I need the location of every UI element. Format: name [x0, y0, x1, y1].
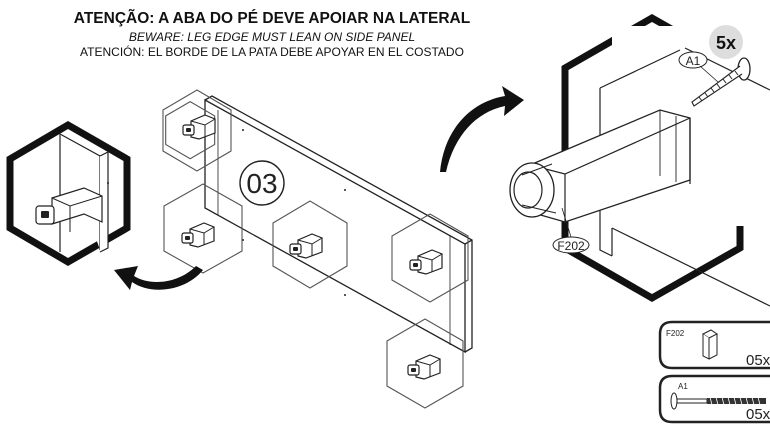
- zoom-detail-left: [6, 120, 131, 267]
- step-badge: [239, 160, 285, 206]
- hex-highlight: [162, 89, 232, 172]
- arrow-to-left-detail: [114, 266, 203, 290]
- arrow-to-right-detail: [440, 86, 524, 172]
- warning-subtitle-en: BEWARE: LEG EDGE MUST LEAN ON SIDE PANEL: [128, 30, 416, 44]
- hex-highlight: [272, 200, 348, 289]
- screw-part-icon: [670, 392, 766, 410]
- part-item-f202: F202 05x: [658, 320, 770, 370]
- hex-highlight: [386, 318, 464, 409]
- step-number: 03: [246, 168, 277, 199]
- warning-title-pt: ATENÇÃO: A ABA DO PÉ DEVE APOIAR NA LATE…: [73, 10, 471, 27]
- hex-highlight: [391, 213, 469, 303]
- screw-label-badge: [678, 51, 708, 69]
- hex-highlight: [165, 100, 216, 160]
- screw-label: A1: [686, 54, 701, 68]
- quantity-label: 5x: [716, 33, 736, 53]
- part-code: F202: [666, 329, 685, 338]
- screw-a1: [691, 57, 751, 107]
- parts-list: F202 05x A1 05x: [658, 320, 770, 424]
- warning-subtitle-es: ATENCIÓN: EL BORDE DE LA PATA DEBE APOYA…: [80, 45, 464, 59]
- hex-highlight: [163, 183, 243, 274]
- leg-label: F202: [557, 239, 585, 253]
- zoom-detail-right: A1 F202: [509, 13, 770, 307]
- part-item-a1: A1 05x: [658, 374, 770, 424]
- part-qty: 05x: [746, 352, 770, 369]
- part-code: A1: [678, 382, 688, 391]
- quantity-badge: [709, 25, 743, 59]
- leg-part-icon: [702, 329, 718, 360]
- part-qty: 05x: [746, 406, 770, 423]
